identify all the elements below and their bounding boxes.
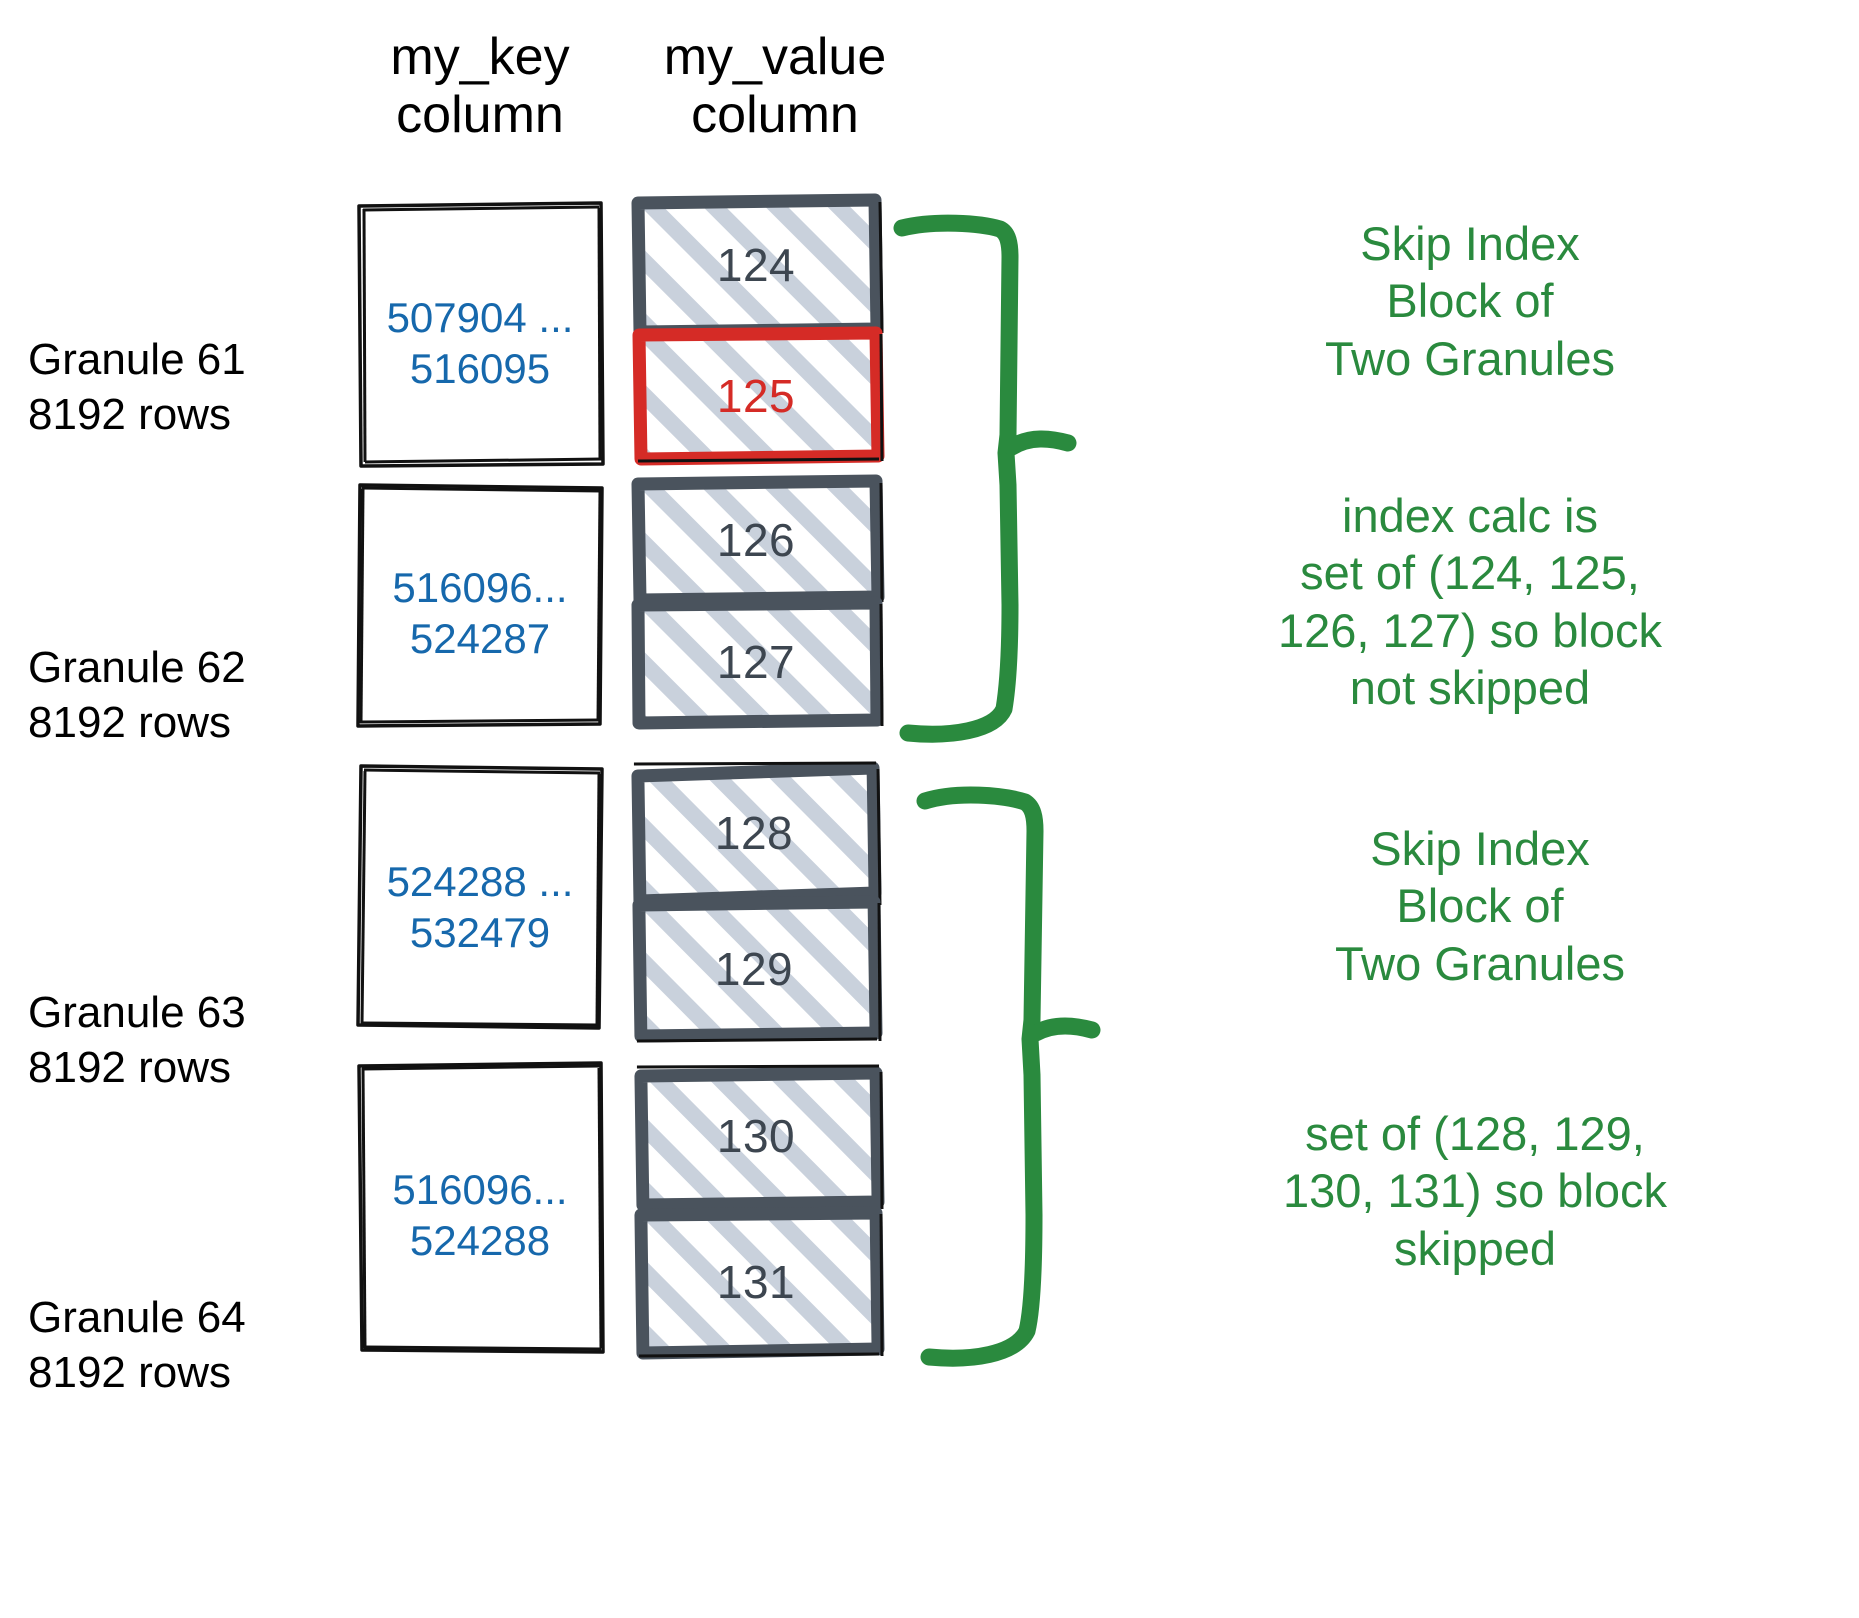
value-cell-124: 124 — [630, 193, 884, 339]
value-text-128: 128 — [714, 806, 794, 859]
value-cell-130: 130 — [630, 1062, 885, 1212]
annotation-detail-1: index calc is set of (124, 125, 126, 127… — [1277, 489, 1663, 714]
value-text-125: 125 — [716, 369, 796, 422]
key-cell-granule-64: 516096... 524288 — [355, 1060, 605, 1355]
key-box-outline — [357, 201, 605, 468]
annotation-title-2: Skip Index Block of Two Granules — [1335, 822, 1625, 990]
value-text-129: 129 — [714, 942, 794, 995]
key-range-64: 516096... 524288 — [392, 1166, 568, 1265]
key-cell-granule-63: 524288 ... 532479 — [355, 762, 605, 1032]
granule-label-61: Granule 61 8192 rows — [28, 335, 246, 439]
value-cell-126: 126 — [630, 474, 885, 607]
key-range-61: 507904 ... 516095 — [386, 294, 574, 393]
skip-index-brace-top — [893, 214, 1077, 743]
key-box-outline — [356, 483, 604, 728]
skip-index-brace-bottom — [916, 786, 1101, 1367]
value-cell-127: 127 — [630, 596, 884, 730]
value-cell-131: 131 — [630, 1205, 885, 1360]
value-box-outline — [631, 761, 882, 908]
value-cell-129: 129 — [628, 895, 883, 1045]
annotation-detail-2: set of (128, 129, 130, 131) so block ski… — [1282, 1107, 1668, 1275]
key-box-outline — [356, 764, 604, 1030]
granule-label-63: Granule 63 8192 rows — [28, 988, 246, 1092]
annotation-title-1: Skip Index Block of Two Granules — [1325, 217, 1615, 385]
value-box-outline — [634, 1064, 885, 1212]
column-header-my-value: my_value column — [663, 28, 887, 145]
key-range-62: 516096... 524287 — [392, 564, 568, 663]
key-cell-granule-61: 507904 ... 516095 — [355, 200, 605, 468]
value-text-130: 130 — [716, 1109, 796, 1162]
key-cell-granule-62: 516096... 524287 — [355, 480, 605, 728]
value-box-outline — [632, 895, 883, 1043]
granule-label-64: Granule 64 8192 rows — [28, 1293, 246, 1397]
value-text-126: 126 — [716, 513, 796, 566]
value-text-127: 127 — [716, 635, 796, 688]
key-range-63: 524288 ... 532479 — [386, 858, 574, 957]
value-box-outline — [634, 1206, 885, 1360]
key-box-outline — [357, 1061, 605, 1354]
value-text-124: 124 — [716, 238, 796, 291]
value-cell-125: 125 — [630, 326, 885, 466]
value-box-outline — [631, 596, 884, 730]
value-box-outline-highlighted — [632, 326, 885, 466]
value-text-131: 131 — [716, 1255, 796, 1308]
column-header-my-key: my_key column — [390, 28, 570, 145]
value-cell-128: 128 — [628, 760, 882, 908]
granule-label-62: Granule 62 8192 rows — [28, 643, 246, 747]
